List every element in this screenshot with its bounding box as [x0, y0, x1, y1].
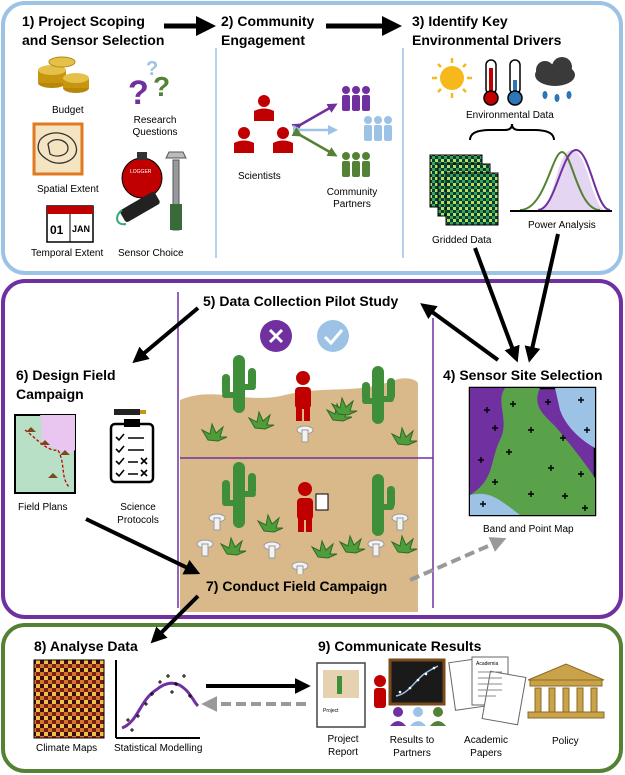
temporal-label: Temporal Extent	[31, 248, 103, 259]
calendar-day: 01	[50, 223, 64, 237]
results-label-line1: Results to	[390, 735, 435, 746]
climate-map-icon	[33, 659, 105, 739]
scientists-icon	[234, 95, 293, 153]
protocols-label-line1: Science	[120, 502, 156, 513]
gridded-label: Gridded Data	[432, 235, 492, 246]
gridded-data-icon	[429, 154, 499, 226]
power-analysis-icon	[510, 148, 612, 212]
partners-label-line1: Community	[327, 187, 378, 198]
step1-title-line1: 1) Project Scoping	[22, 13, 145, 29]
svg-text:?: ?	[128, 74, 149, 112]
field-plans-label: Field Plans	[18, 502, 67, 513]
svg-text:?: ?	[146, 58, 158, 80]
policy-building-icon	[527, 663, 605, 719]
arrow-pilot-to-design	[132, 306, 200, 364]
research-label-line1: Research	[134, 115, 177, 126]
step2-title-line2: Engagement	[221, 32, 305, 48]
project-report-icon: Project	[316, 662, 366, 728]
map-label: Band and Point Map	[483, 524, 574, 535]
reject-icon[interactable]	[260, 320, 292, 352]
step6-title-line2: Campaign	[16, 386, 84, 402]
arrow-campaign-to-map	[409, 537, 507, 582]
step6-title-line1: 6) Design Field	[16, 367, 116, 383]
cactus-icons	[222, 355, 395, 536]
step5-title: 5) Data Collection Pilot Study	[203, 293, 398, 309]
arrow-gridded-to-site	[473, 247, 520, 363]
arrow-to-purple-group	[291, 103, 338, 133]
step2-title-line1: 2) Community	[221, 13, 315, 29]
succulent-icons	[200, 396, 418, 559]
calendar-month: JAN	[72, 224, 90, 234]
sun-icon	[432, 58, 472, 98]
bracket	[469, 123, 555, 141]
stats-label: Statistical Modelling	[114, 743, 202, 754]
report-label-line1: Project	[327, 734, 358, 745]
arrow-power-to-site	[524, 233, 560, 363]
thermometer-icons	[483, 59, 523, 106]
arrow-campaign-to-analyse	[150, 594, 200, 644]
step7-title: 7) Conduct Field Campaign	[206, 578, 387, 594]
scientists-label: Scientists	[238, 171, 281, 182]
logger-text: LOGGER	[130, 169, 152, 175]
sensor-label: Sensor Choice	[118, 248, 184, 259]
data-logger-icon: LOGGER	[116, 151, 187, 231]
report-cover-text: Project	[323, 708, 339, 714]
band-point-map	[468, 386, 597, 517]
presentation-icon	[374, 658, 446, 726]
budget-label: Budget	[52, 105, 84, 116]
coins-icon	[38, 56, 89, 93]
power-label: Power Analysis	[528, 220, 596, 231]
contour-map-icon	[32, 122, 84, 176]
papers-label-line2: Papers	[470, 748, 502, 759]
calendar-icon: 01 JAN	[46, 205, 94, 243]
step3-title-line1: 3) Identify Key	[412, 13, 508, 29]
step7-title-bg	[198, 574, 404, 596]
spatial-label: Spatial Extent	[37, 184, 99, 195]
question-marks-icon: ? ? ?	[128, 58, 170, 112]
arrow-site-to-pilot	[420, 303, 500, 362]
sensor-mushroom-icons	[196, 425, 409, 579]
protocols-label-line2: Protocols	[117, 515, 159, 526]
clipboard-icon	[109, 419, 155, 484]
step3-title-line2: Environmental Drivers	[412, 32, 562, 48]
pen-icon	[114, 409, 146, 415]
academic-papers-icon: Academia	[448, 656, 527, 726]
field-scientist-icons	[295, 371, 329, 532]
step8-title: 8) Analyse Data	[34, 638, 138, 654]
climate-label: Climate Maps	[36, 743, 97, 754]
papers-label-line1: Academic	[464, 735, 508, 746]
svg-text:?: ?	[153, 71, 170, 102]
step9-title: 9) Communicate Results	[318, 638, 482, 654]
step4-title: 4) Sensor Site Selection	[443, 367, 603, 383]
paper-header-text: Academia	[476, 661, 498, 667]
step1-title-line2: and Sensor Selection	[22, 32, 164, 48]
community-group-blue-icon	[364, 116, 392, 141]
research-label-line2: Questions	[132, 127, 177, 138]
stats-plot-icon	[115, 660, 200, 739]
accept-icon[interactable]	[317, 320, 349, 352]
policy-label: Policy	[552, 736, 579, 747]
env-data-label: Environmental Data	[466, 110, 554, 121]
report-label-line2: Report	[328, 747, 358, 758]
results-label-line2: Partners	[393, 748, 431, 759]
arrow-to-green-group	[291, 127, 338, 157]
arrow-design-to-campaign	[85, 517, 201, 575]
community-group-green-icon	[342, 152, 370, 177]
field-plan-map-icon	[14, 414, 76, 494]
rain-cloud-icon	[535, 57, 575, 102]
partners-label-line2: Partners	[333, 199, 371, 210]
community-group-purple-icon	[342, 86, 370, 111]
